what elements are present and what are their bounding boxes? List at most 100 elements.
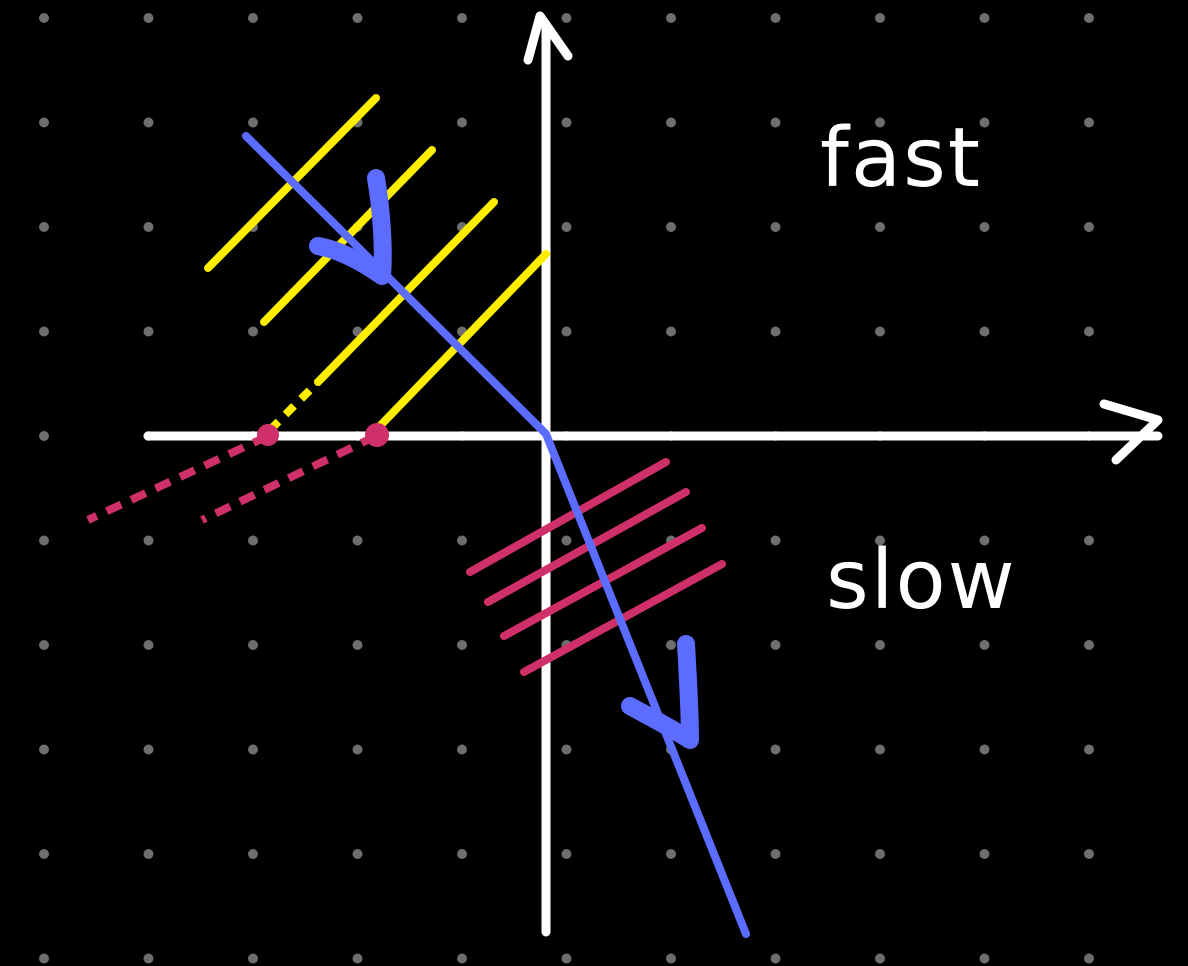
grid-dot xyxy=(666,222,676,232)
grid-dot xyxy=(875,640,885,650)
grid-dot xyxy=(875,744,885,755)
grid-dot xyxy=(39,222,49,232)
grid-dot xyxy=(457,535,467,546)
grid-dot xyxy=(875,953,885,964)
grid-dot xyxy=(352,13,363,23)
grid-dot xyxy=(39,849,49,859)
grid-dot xyxy=(457,849,467,859)
grid-dot xyxy=(457,744,467,755)
grid-dot xyxy=(561,222,572,232)
grid-dot xyxy=(666,953,676,964)
grid-dot xyxy=(1084,849,1094,859)
incident-wavefront-3-dashed-extension xyxy=(267,379,321,433)
extension-line-2 xyxy=(200,432,378,524)
grid-dot xyxy=(666,326,676,337)
grid-dot xyxy=(352,640,363,650)
grid-dot xyxy=(143,744,154,755)
grid-dot xyxy=(39,744,49,755)
grid-dot xyxy=(39,13,49,23)
grid-dot xyxy=(979,222,990,232)
extension-line-1 xyxy=(86,432,270,524)
grid-dot xyxy=(352,535,363,546)
grid-dot xyxy=(561,326,572,337)
grid-dot xyxy=(561,744,572,755)
grid-dot xyxy=(770,744,781,755)
grid-dot xyxy=(352,849,363,859)
grid-dot xyxy=(248,117,258,128)
label-slow: slow xyxy=(826,533,1017,628)
grid-dot xyxy=(875,222,885,232)
grid-dot xyxy=(561,953,572,964)
incident-wavefront-4 xyxy=(374,250,550,432)
grid-dot xyxy=(248,849,258,859)
intersection-point-1 xyxy=(257,424,279,446)
grid-dot xyxy=(352,744,363,755)
light-ray xyxy=(242,132,750,938)
grid-dot xyxy=(457,13,467,23)
grid-dot xyxy=(457,640,467,650)
grid-dot xyxy=(770,535,781,546)
grid-dot xyxy=(457,953,467,964)
grid-dot xyxy=(248,13,258,23)
grid-dot xyxy=(39,117,49,128)
grid-dot xyxy=(875,326,885,337)
grid-dot xyxy=(1084,744,1094,755)
grid-dot xyxy=(770,849,781,859)
grid-dot xyxy=(1084,326,1094,337)
grid-dot xyxy=(248,744,258,755)
grid-dot xyxy=(457,117,467,128)
direction-arrow-icon xyxy=(621,635,699,749)
grid-dot xyxy=(979,326,990,337)
grid-dot xyxy=(39,953,49,964)
grid-dot xyxy=(875,849,885,859)
refracted-wavefront-1 xyxy=(466,458,670,576)
grid-dot xyxy=(1084,640,1094,650)
grid-dot xyxy=(666,849,676,859)
axes xyxy=(143,11,1163,937)
grid-dot xyxy=(666,13,676,23)
grid-dot xyxy=(875,535,885,546)
grid-dot xyxy=(1084,117,1094,128)
arrowhead-up-icon xyxy=(523,11,573,65)
grid-dot xyxy=(39,535,49,546)
grid-dot xyxy=(561,13,572,23)
grid-dot xyxy=(770,640,781,650)
grid-dot xyxy=(248,535,258,546)
grid-dot xyxy=(39,431,49,441)
grid-dot xyxy=(143,953,154,964)
grid-dot xyxy=(39,326,49,337)
grid-dot xyxy=(770,326,781,337)
direction-arrow-icon xyxy=(309,169,392,285)
grid-dot xyxy=(561,535,572,546)
grid-dot xyxy=(352,953,363,964)
grid-dot xyxy=(1084,13,1094,23)
grid-dot xyxy=(979,744,990,755)
grid-dot xyxy=(143,535,154,546)
grid-dot xyxy=(979,953,990,964)
grid-dot xyxy=(770,222,781,232)
grid-dot xyxy=(979,13,990,23)
grid-dot xyxy=(248,326,258,337)
grid-dot xyxy=(875,13,885,23)
grid-dot xyxy=(561,849,572,859)
grid-dot xyxy=(248,953,258,964)
grid-dot xyxy=(561,117,572,128)
grid-dot xyxy=(770,13,781,23)
grid-dot xyxy=(1084,953,1094,964)
intersection-point-2 xyxy=(365,423,389,447)
grid-dot xyxy=(770,117,781,128)
grid-dot xyxy=(979,640,990,650)
grid-dot xyxy=(666,640,676,650)
grid-dot xyxy=(979,535,990,546)
grid-dot xyxy=(1084,222,1094,232)
grid-dot xyxy=(143,117,154,128)
grid-dot xyxy=(143,222,154,232)
grid-dot xyxy=(248,640,258,650)
grid-dot xyxy=(143,13,154,23)
grid-dot xyxy=(1084,535,1094,546)
grid-dot xyxy=(39,640,49,650)
grid-dot xyxy=(770,953,781,964)
ray-path xyxy=(242,132,750,938)
grid-dot xyxy=(979,117,990,128)
